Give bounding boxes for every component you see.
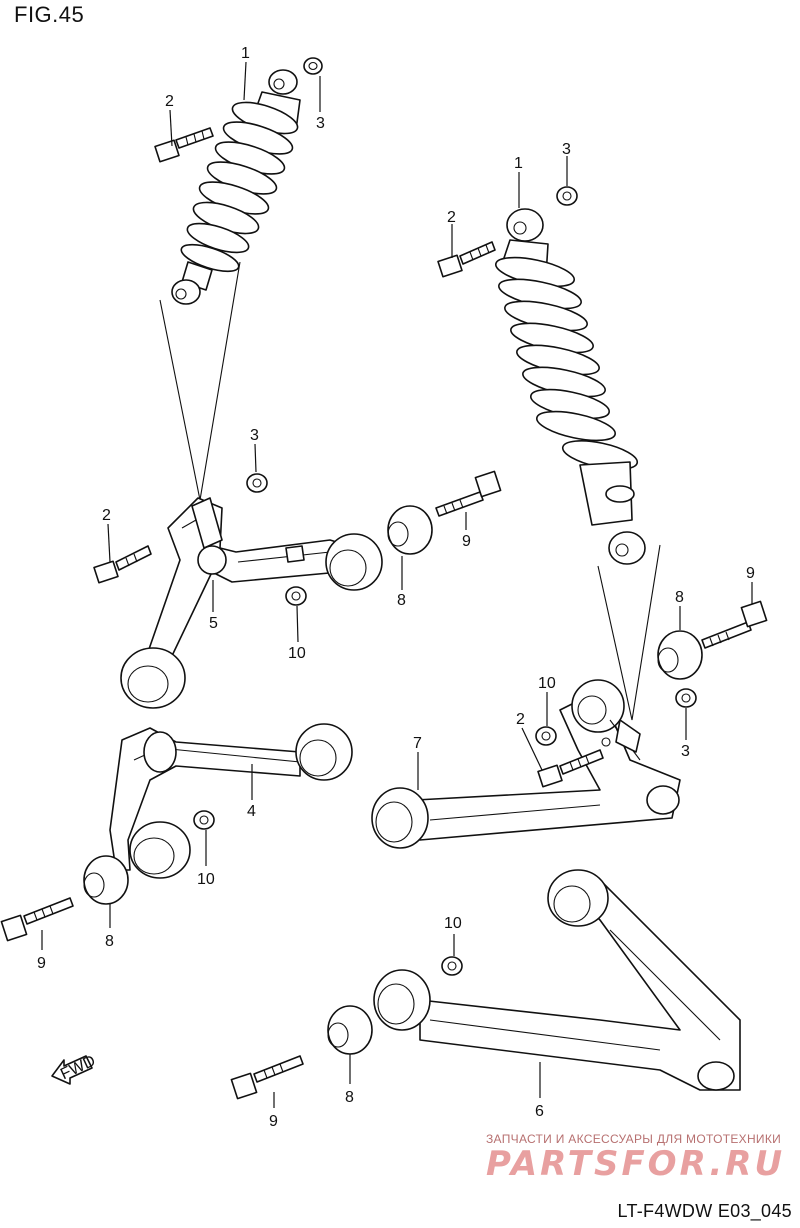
bolt-left-top[interactable] <box>154 127 214 163</box>
figure-code: LT-F4WDW E03_045 <box>617 1201 792 1221</box>
alignment-line-right <box>597 544 661 721</box>
bolt-9-left[interactable] <box>0 897 74 942</box>
arm-7[interactable] <box>371 679 681 849</box>
callout-part-3: 3 <box>316 115 325 132</box>
watermark-tagline: ЗАПЧАСТИ И АКСЕССУАРЫ ДЛЯ МОТОТЕХНИКИ <box>486 1132 782 1146</box>
leader-lines <box>41 61 753 1108</box>
callout-part-9: 9 <box>462 533 471 550</box>
nut-10-d[interactable] <box>441 956 463 976</box>
callout-labels: 1 2 3 1 3 2 3 2 9 5 8 10 9 8 10 2 3 7 4 … <box>37 45 755 1130</box>
bushing-8-left[interactable] <box>83 855 129 905</box>
callout-part-9: 9 <box>37 955 46 972</box>
callout-part-1: 1 <box>241 45 250 62</box>
callout-part-9: 9 <box>746 565 755 582</box>
callout-part-10: 10 <box>197 871 215 888</box>
callout-part-1: 1 <box>514 155 523 172</box>
callout-part-8: 8 <box>675 589 684 606</box>
callout-part-8: 8 <box>397 592 406 609</box>
callout-part-7: 7 <box>413 735 422 752</box>
shock-absorber-right[interactable] <box>493 208 646 565</box>
callout-part-2: 2 <box>165 93 174 110</box>
bolt-9-lower[interactable] <box>230 1055 304 1100</box>
bolt-9-top[interactable] <box>435 470 502 517</box>
callout-part-3: 3 <box>681 743 690 760</box>
callout-part-5: 5 <box>209 615 218 632</box>
nut-3-right-lower[interactable] <box>675 688 697 708</box>
callout-part-8: 8 <box>105 933 114 950</box>
bolt-9-right[interactable] <box>701 600 768 649</box>
watermark-logo: PARTSFOR.RU <box>486 1144 786 1184</box>
callout-part-10: 10 <box>288 645 306 662</box>
callout-part-3: 3 <box>250 427 259 444</box>
nut-arm-5[interactable] <box>246 473 268 493</box>
nut-10-c[interactable] <box>193 810 215 830</box>
bushing-8-right[interactable] <box>657 630 703 680</box>
callout-part-6: 6 <box>535 1103 544 1120</box>
callout-part-8: 8 <box>345 1089 354 1106</box>
fwd-label: FWD <box>58 1052 98 1083</box>
bushing-8-top[interactable] <box>387 505 433 555</box>
arm-4[interactable] <box>109 723 353 879</box>
callout-part-4: 4 <box>247 803 256 820</box>
bolt-2-right-lower[interactable] <box>537 737 611 788</box>
callout-part-2: 2 <box>102 507 111 524</box>
callout-part-10: 10 <box>444 915 462 932</box>
shock-absorber-left[interactable] <box>171 69 301 305</box>
bushing-8-lower[interactable] <box>327 1005 373 1055</box>
fwd-arrow-icon: FWD <box>51 1052 98 1085</box>
alignment-line-left <box>159 261 241 501</box>
callout-part-9: 9 <box>269 1113 278 1130</box>
callout-part-2: 2 <box>447 209 456 226</box>
nut-10-b[interactable] <box>535 726 557 746</box>
bolt-arm-5[interactable] <box>93 545 152 584</box>
callout-part-10: 10 <box>538 675 556 692</box>
bolt-right-top[interactable] <box>437 241 496 278</box>
nut-10-a[interactable] <box>285 586 307 606</box>
callout-part-2: 2 <box>516 711 525 728</box>
arm-5[interactable] <box>120 497 383 709</box>
callout-part-3: 3 <box>562 141 571 158</box>
figure-title: FIG.45 <box>14 2 85 27</box>
nut-left-top[interactable] <box>303 57 323 75</box>
nut-right-top[interactable] <box>556 186 578 206</box>
arm-6[interactable] <box>373 869 741 1091</box>
